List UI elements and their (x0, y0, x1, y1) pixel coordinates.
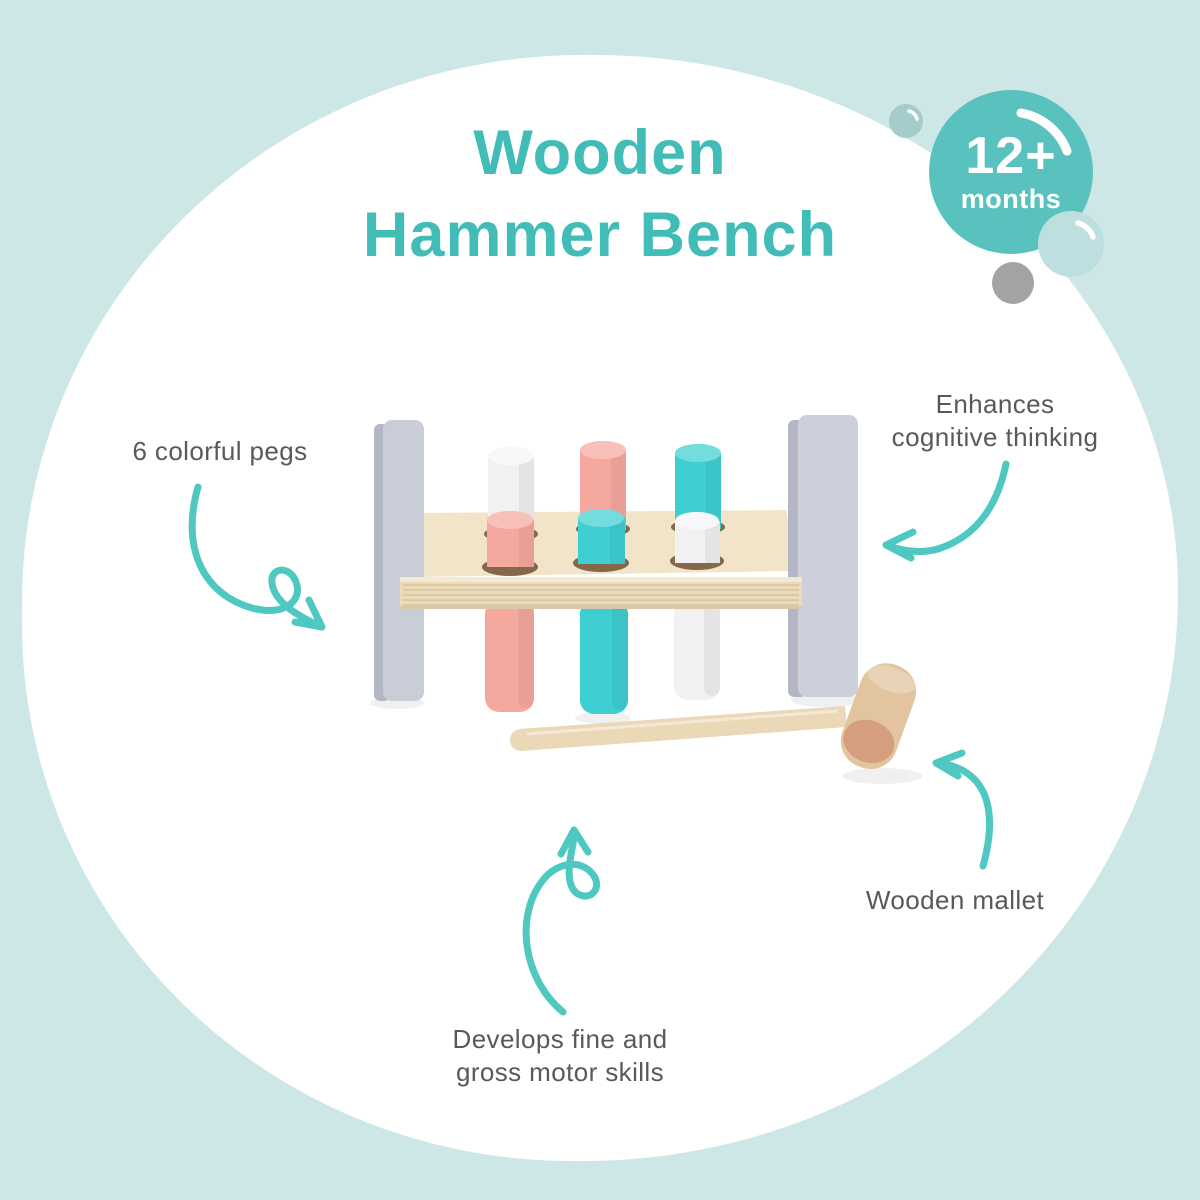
callout-pegs: 6 colorful pegs (110, 435, 330, 468)
callout-pegs-text: 6 colorful pegs (132, 436, 308, 466)
age-badge-unit: months (960, 184, 1062, 214)
callout-motor-line-1: Develops fine and (452, 1024, 668, 1054)
callout-cognitive: Enhances cognitive thinking (855, 388, 1135, 454)
callout-mallet-text: Wooden mallet (865, 885, 1045, 915)
badge-shine-arc-icon (1016, 108, 1072, 156)
callout-mallet: Wooden mallet (835, 884, 1075, 917)
callout-motor-line-2: gross motor skills (455, 1057, 664, 1087)
callout-cognitive-line-2: cognitive thinking (891, 422, 1099, 452)
age-badge-age: 12+ (965, 127, 1057, 185)
title-line-1: Wooden (473, 118, 727, 188)
bubble-gray-icon (992, 262, 1034, 304)
callout-motor: Develops fine and gross motor skills (420, 1023, 700, 1089)
title-line-2: Hammer Bench (362, 200, 838, 270)
bubble-light-icon (1038, 211, 1104, 277)
bubble-small-icon (889, 104, 923, 138)
page-title: Wooden Hammer Bench (0, 112, 1200, 276)
callout-cognitive-line-1: Enhances (935, 389, 1055, 419)
